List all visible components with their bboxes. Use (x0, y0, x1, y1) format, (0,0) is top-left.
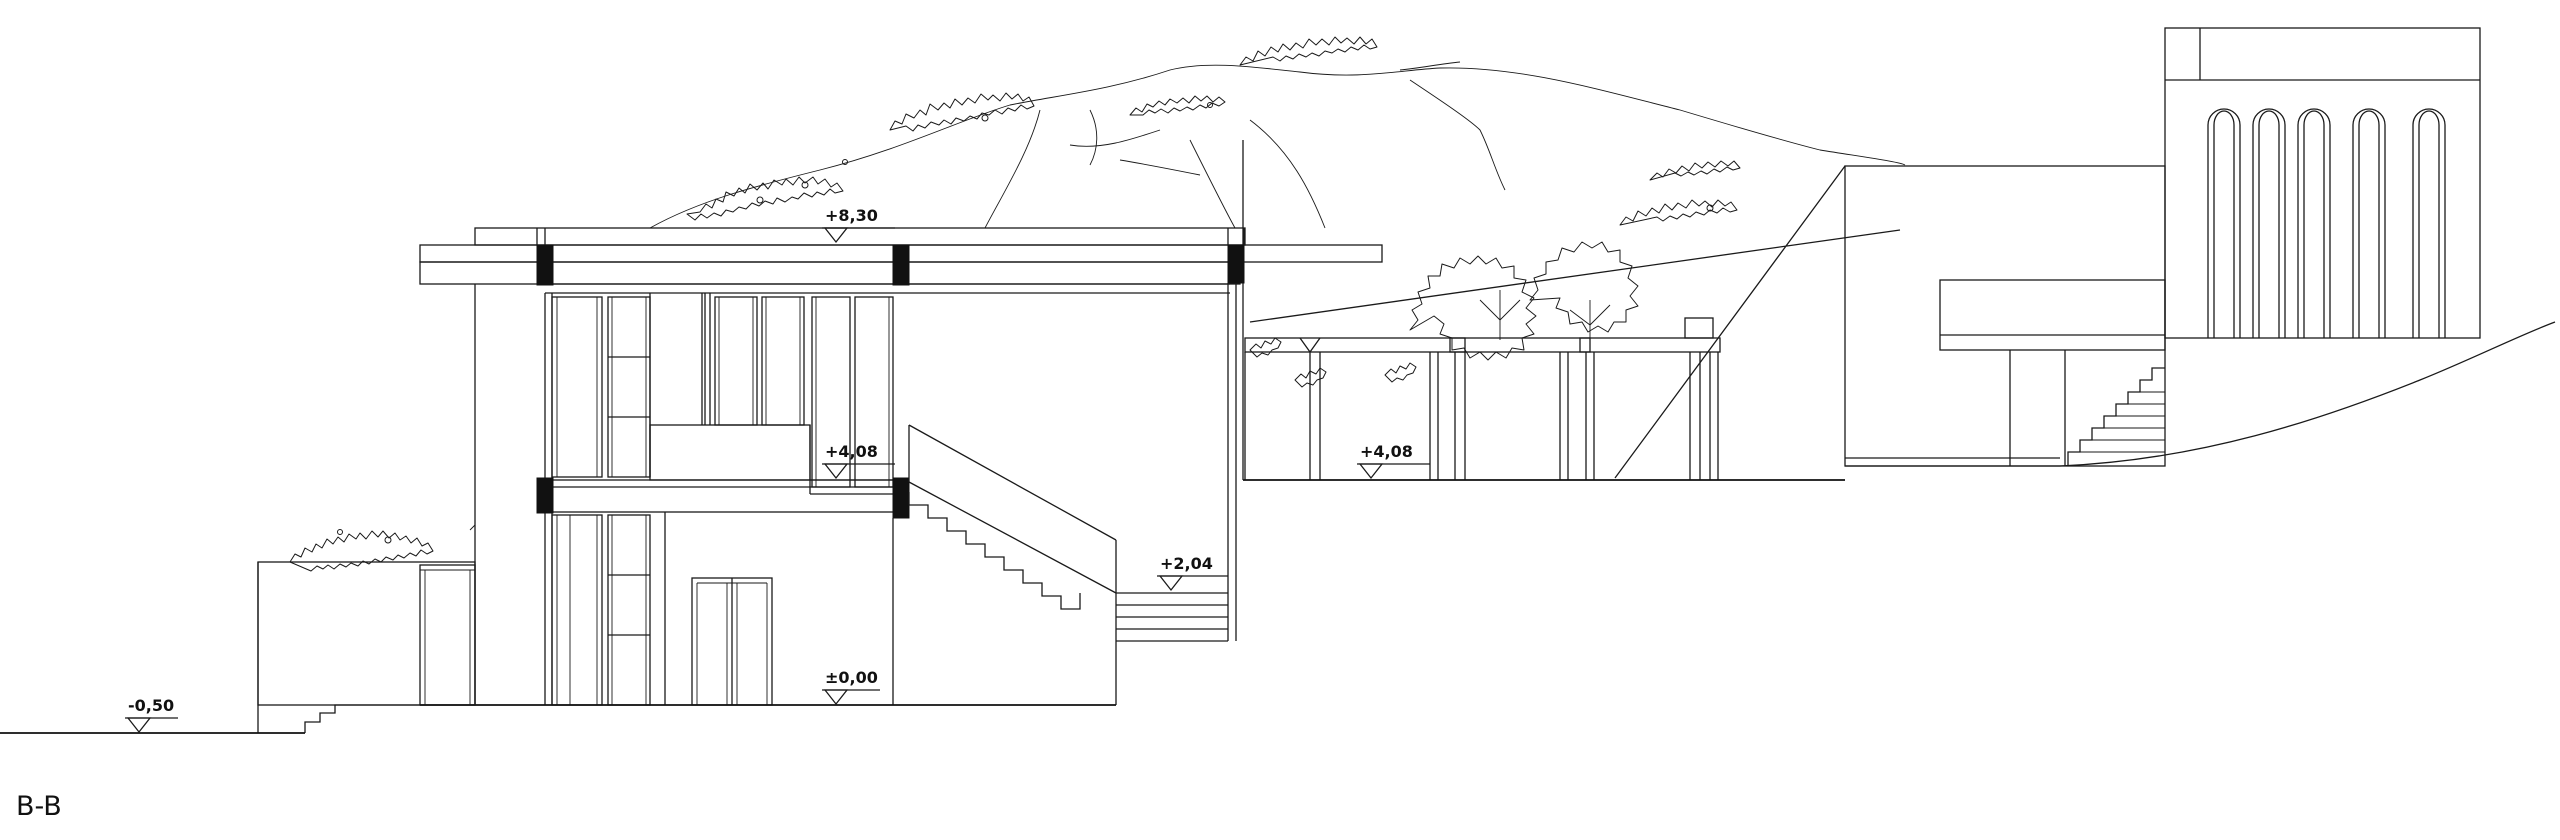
tower-arches (2207, 108, 2446, 338)
level-text-ground-floor: ±0,00 (825, 668, 878, 687)
background-tree (1249, 241, 1639, 388)
level-marker-upper-floor: +4,08 (822, 442, 895, 480)
level-marker-ground-floor: ±0,00 (822, 668, 880, 706)
pergola (1242, 140, 1845, 481)
hill-shrubs (686, 36, 1741, 226)
level-text-exterior-grade: -0,50 (128, 696, 174, 715)
main-building (419, 227, 1383, 706)
section-label: B-B (16, 791, 62, 822)
level-text-upper-floor: +4,08 (825, 442, 878, 461)
background-building (1249, 27, 2556, 479)
level-marker-pergola-terrace: +4,08 (1357, 442, 1430, 480)
level-text-pergola-terrace: +4,08 (1360, 442, 1413, 461)
level-marker-landing: +2,04 (1157, 554, 1228, 592)
garden-wall (0, 524, 476, 734)
hill-outline (649, 61, 1906, 229)
level-marker-exterior-grade: -0,50 (125, 696, 178, 734)
level-marker-roof: +8,30 (822, 206, 895, 244)
level-text-roof: +8,30 (825, 206, 878, 225)
level-text-landing: +2,04 (1160, 554, 1213, 573)
